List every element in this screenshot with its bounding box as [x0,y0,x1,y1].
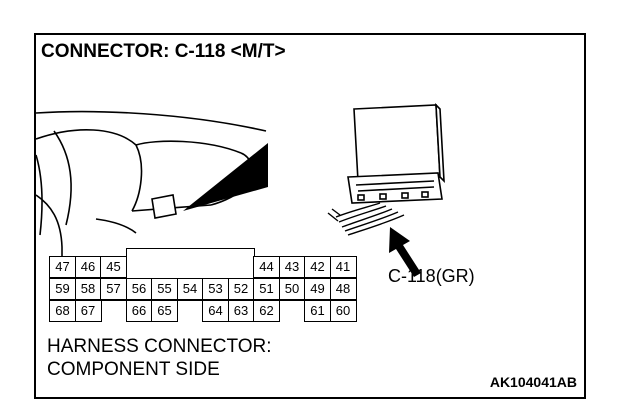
pin-57: 57 [100,278,127,300]
pin-51: 51 [253,278,280,300]
diagram-title: CONNECTOR: C-118 <M/T> [41,41,286,62]
pin-53: 53 [202,278,229,300]
pin-64: 64 [202,300,229,322]
pin-45: 45 [100,256,127,278]
pin-52: 52 [227,278,255,300]
pin-empty [278,300,306,322]
pin-49: 49 [304,278,331,300]
pin-47: 47 [49,256,76,278]
ecu-module [347,102,445,204]
pin-62: 62 [253,300,280,322]
pin-56: 56 [125,278,153,300]
pin-43: 43 [278,256,306,278]
pin-67: 67 [74,300,102,322]
pin-50: 50 [278,278,306,300]
pin-68: 68 [49,300,76,322]
diagram-frame: CONNECTOR: C-118 <M/T> [34,33,586,399]
figure-code: AK104041AB [489,374,577,390]
dashboard-connector [151,194,177,219]
pin-61: 61 [304,300,331,322]
caption: HARNESS CONNECTOR: COMPONENT SIDE [47,335,272,381]
pin-41: 41 [329,256,357,278]
pin-key-gap [125,248,255,278]
pin-empty [100,300,127,322]
pin-42: 42 [304,256,331,278]
pin-48: 48 [329,278,357,300]
pin-54: 54 [176,278,204,300]
pointer-arrow [389,227,421,277]
pin-65: 65 [151,300,178,322]
pin-44: 44 [253,256,280,278]
caption-line-1: HARNESS CONNECTOR: [47,336,272,357]
pin-59: 59 [49,278,76,300]
pin-empty [176,300,204,322]
pin-46: 46 [74,256,102,278]
illustration [36,102,445,277]
harness-wires [327,202,405,236]
pin-63: 63 [227,300,255,322]
pin-55: 55 [151,278,178,300]
pin-60: 60 [329,300,357,322]
connector-callout-label: C-118(GR) [388,266,475,286]
callout-wedge [183,143,268,211]
pin-66: 66 [125,300,153,322]
caption-line-2: COMPONENT SIDE [47,359,220,380]
pin-58: 58 [74,278,102,300]
